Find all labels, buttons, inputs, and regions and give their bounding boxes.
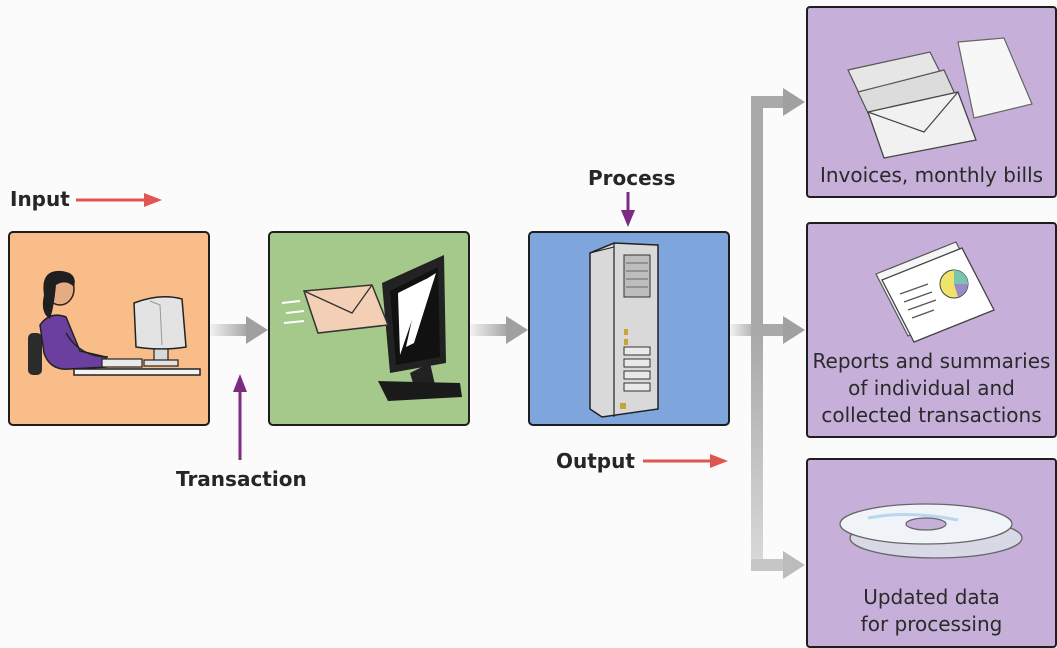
output-label-reports: Reports and summaries of individual and … — [808, 348, 1055, 429]
server-tower-icon — [589, 242, 659, 418]
output-line: collected transactions — [821, 403, 1042, 427]
output-line: Reports and summaries — [812, 349, 1051, 373]
output-box-updated-data: Updated data for processing — [806, 458, 1057, 648]
envelopes-icon — [847, 37, 1033, 159]
input-red-arrow — [76, 193, 162, 207]
output-box-invoices: Invoices, monthly bills — [806, 6, 1057, 198]
output-red-arrow — [643, 454, 728, 468]
discs-icon — [839, 503, 1023, 559]
output-line: Invoices, monthly bills — [819, 163, 1044, 187]
output-line: Updated data — [863, 585, 1000, 609]
envelope-to-monitor-icon — [281, 255, 462, 401]
transaction-box — [268, 231, 470, 426]
arrow-input-to-transaction — [210, 316, 268, 344]
output-line: for processing — [860, 612, 1003, 636]
transaction-label: Transaction — [176, 467, 307, 491]
arrow-transaction-to-process — [470, 316, 528, 344]
process-box — [528, 231, 730, 426]
arrow-process-to-outputs — [730, 88, 805, 579]
output-label: Output — [556, 449, 635, 473]
input-box — [8, 231, 210, 426]
process-purple-arrow — [621, 192, 635, 227]
person-at-computer-icon — [28, 270, 201, 376]
input-label: Input — [10, 187, 70, 211]
output-label-invoices: Invoices, monthly bills — [808, 162, 1055, 189]
reports-chart-icon — [875, 241, 995, 343]
process-label: Process — [588, 166, 676, 190]
output-line: of individual and — [848, 376, 1015, 400]
output-box-reports: Reports and summaries of individual and … — [806, 222, 1057, 438]
output-label-updated-data: Updated data for processing — [808, 584, 1055, 638]
transaction-purple-arrow — [233, 374, 247, 460]
